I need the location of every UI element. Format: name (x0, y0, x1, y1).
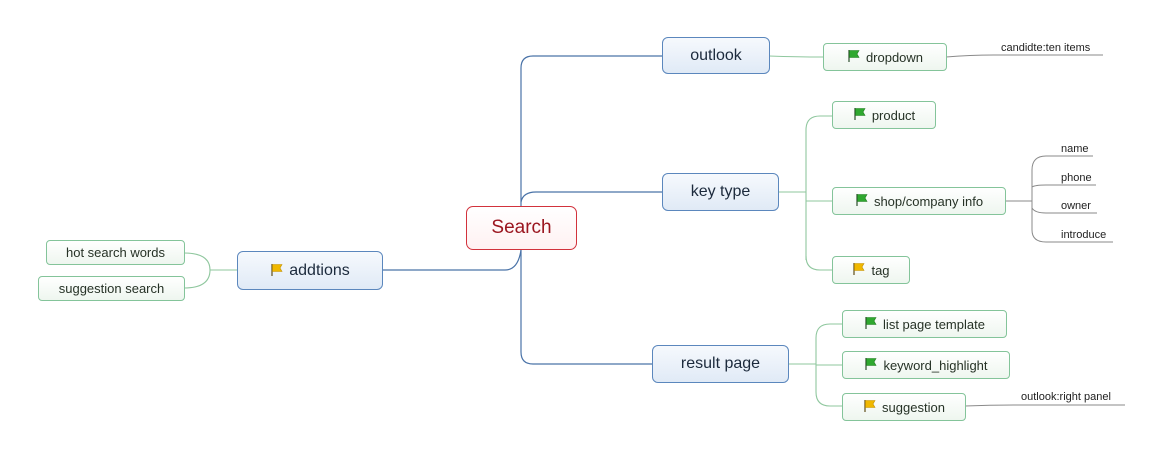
leaf-introduce: introduce (1061, 229, 1107, 241)
topic-tag[interactable]: tag (832, 256, 910, 284)
topic-shop-company-info-label: shop/company info (873, 193, 984, 209)
branch-addtions-label: addtions (289, 261, 350, 279)
branch-addtions[interactable]: addtions (237, 251, 383, 290)
topic-suggestion-search-label: suggestion search (58, 281, 165, 296)
branch-result-page[interactable]: result page (652, 345, 789, 383)
topic-dropdown[interactable]: dropdown (823, 43, 947, 71)
flag-green-icon (856, 194, 868, 206)
flag-green-icon (865, 358, 877, 370)
leaf-name: name (1061, 143, 1089, 155)
topic-list-page-template-label: list page template (883, 316, 985, 332)
branch-outlook[interactable]: outlook (662, 37, 770, 74)
branch-outlook-label: outlook (690, 46, 742, 64)
note-suggestion: outlook:right panel (1021, 391, 1111, 403)
topic-list-page-template[interactable]: list page template (842, 310, 1007, 338)
topic-dropdown-label: dropdown (865, 49, 924, 65)
flag-green-icon (854, 108, 866, 120)
topic-hot-search-words[interactable]: hot search words (46, 240, 185, 265)
note-dropdown: candidte:ten items (1001, 42, 1091, 54)
topic-product-label: product (871, 107, 916, 123)
topic-tag-label: tag (871, 262, 890, 278)
topic-keyword-highlight[interactable]: keyword_highlight (842, 351, 1010, 379)
flag-yellow-icon (853, 263, 865, 275)
flag-green-icon (848, 50, 860, 62)
flag-green-icon (865, 317, 877, 329)
topic-hot-search-words-label: hot search words (66, 245, 165, 260)
branch-result-page-label: result page (680, 355, 761, 372)
branch-key-type-label: key type (690, 183, 751, 200)
leaf-phone: phone (1061, 172, 1092, 184)
flag-yellow-icon (271, 263, 283, 276)
branch-key-type[interactable]: key type (662, 173, 779, 211)
root-node-search[interactable]: Search (466, 206, 577, 250)
topic-suggestion-search[interactable]: suggestion search (38, 276, 185, 301)
flag-yellow-icon (864, 400, 876, 412)
topic-suggestion[interactable]: suggestion (842, 393, 966, 421)
leaf-owner: owner (1061, 200, 1091, 212)
topic-product[interactable]: product (832, 101, 936, 129)
topic-shop-company-info[interactable]: shop/company info (832, 187, 1006, 215)
topic-suggestion-label: suggestion (882, 399, 945, 415)
topic-keyword-highlight-label: keyword_highlight (883, 357, 988, 373)
root-label: Search (491, 217, 552, 238)
